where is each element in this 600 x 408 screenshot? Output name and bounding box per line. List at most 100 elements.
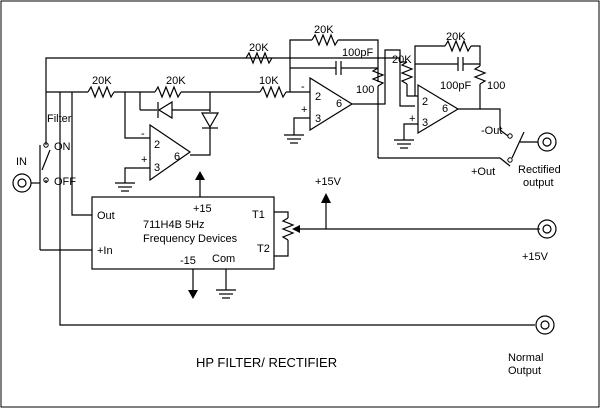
wire-u3-input-rail [399,58,415,107]
filter-switch [41,142,51,183]
u1-inv-sign: - [141,128,145,140]
r-fb-2-label: 20K [314,24,334,36]
input-jack [12,173,32,193]
schematic-title: HP FILTER/ RECTIFIER [196,355,337,370]
normal-label-line-1: Normal [508,352,543,364]
r-in-2-label: 10K [259,75,279,87]
u3-pin-out: 6 [442,103,448,115]
plus-out-label: +Out [471,166,495,178]
r-bias-2-label: 100 [356,84,374,96]
ground-u3 [394,139,414,149]
resistor-r-in-3 [400,61,414,85]
module-pin-in: +In [97,245,113,257]
u2-pin-inv: 2 [315,91,321,103]
module-pin-t1: T1 [252,209,265,221]
module-pin-t2: T2 [257,243,270,255]
wire-t2 [274,240,289,257]
opamp-u1 [149,123,192,182]
wire-u1-noninv-gnd [124,167,150,183]
wire-u3-noninv-gnd [403,123,418,140]
rectified-label-line-1: Rectified [518,164,561,176]
ground-u1 [115,182,135,192]
u2-pin-out: 6 [336,98,342,110]
u3-pin-inv: 2 [422,96,428,108]
ground-module-com [216,289,236,299]
normal-label-line-2: Output [508,365,541,377]
output-select-switch [507,131,525,163]
diode-1 [157,100,173,120]
r-bias-3-label: 100 [487,80,505,92]
u2-noninv-sign: + [301,104,307,116]
u1-pin-noninv: 3 [154,162,160,174]
resistor-r-bias-3 [473,65,487,85]
r-fb-1-label: 20K [166,75,186,87]
wire-u2-fb-top [289,39,312,58]
filter-module [91,196,275,270]
wire-top-rail [45,57,400,145]
wire-u3-fb-top [414,45,445,96]
u1-noninv-sign: + [141,154,147,166]
r-feed-label: 20K [249,42,269,54]
module-pin-out: Out [97,210,115,222]
plus15-jack-label: +15V [522,251,549,263]
supply-plus15-label: +15V [315,176,342,188]
resistor-r-fb-2 [311,33,339,47]
capacitor-c-fb-3 [457,57,464,71]
u2-inv-sign: - [301,81,305,93]
wire-module-out [71,92,92,216]
u3-pin-noninv: 3 [422,117,428,129]
resistor-r-feed [245,51,273,65]
u3-noninv-sign: + [409,113,415,125]
arrow-trim-wiper [292,225,300,233]
filter-switch-off-label: OFF [54,176,76,188]
module-pin-plus15: +15 [193,203,212,215]
opamp-u3 [417,83,460,135]
module-maker: Frequency Devices [143,233,238,245]
c-fb-2-label: 100pF [342,47,373,59]
resistor-r-fb-3 [444,39,472,53]
minus-out-label: -Out [481,125,502,137]
wire-t1 [274,211,289,218]
filter-switch-label: Filter [47,113,72,125]
module-pin-com: Com [212,253,235,265]
input-jack-label: IN [16,156,27,168]
wire-diode-2-to-u1-out [190,128,211,156]
rectified-label-line-2: output [523,177,554,189]
wire-u3-fb-right [471,45,481,66]
wire-minus-out [480,108,509,137]
u2-pin-noninv: 3 [315,113,321,125]
arrow-supply-plus15 [321,193,331,203]
wire-plus-out [378,157,511,167]
r-in-1-label: 20K [92,75,112,87]
wire-u2-noninv-gnd [293,117,310,135]
c-fb-3-label: 100pF [440,80,471,92]
r-in-3-label: 20K [392,54,412,66]
rectified-output-jack [537,132,557,152]
wire-r-in-3-to-u3 [406,84,418,97]
wire-u2-to-u3 [378,49,401,105]
u1-pin-out: 6 [174,151,180,163]
resistor-r-in-1 [87,85,115,99]
u1-pin-inv: 2 [154,139,160,151]
arrow-module-minus15 [188,290,198,299]
resistor-r-bias-2 [371,67,385,87]
module-part-number: 711H4B 5Hz [143,219,205,231]
resistor-r-in-2 [259,85,287,99]
r-fb-3-label: 20K [446,31,466,43]
wire-u1-inv [124,92,150,139]
ground-u2 [284,134,304,144]
wire-normal-output [59,92,535,326]
diode-2 [200,112,220,129]
u3-inv-sign: - [409,90,413,102]
resistor-r-fb-1 [154,85,182,99]
normal-output-jack [535,315,555,335]
capacitor-c-fb-2 [335,61,342,75]
potentiometer-trim [281,217,295,241]
opamp-u2 [309,76,354,132]
plus15-jack [537,219,557,239]
module-pin-minus15: -15 [180,255,196,267]
filter-switch-on-label: ON [54,141,71,153]
arrow-module-plus15 [195,171,205,180]
